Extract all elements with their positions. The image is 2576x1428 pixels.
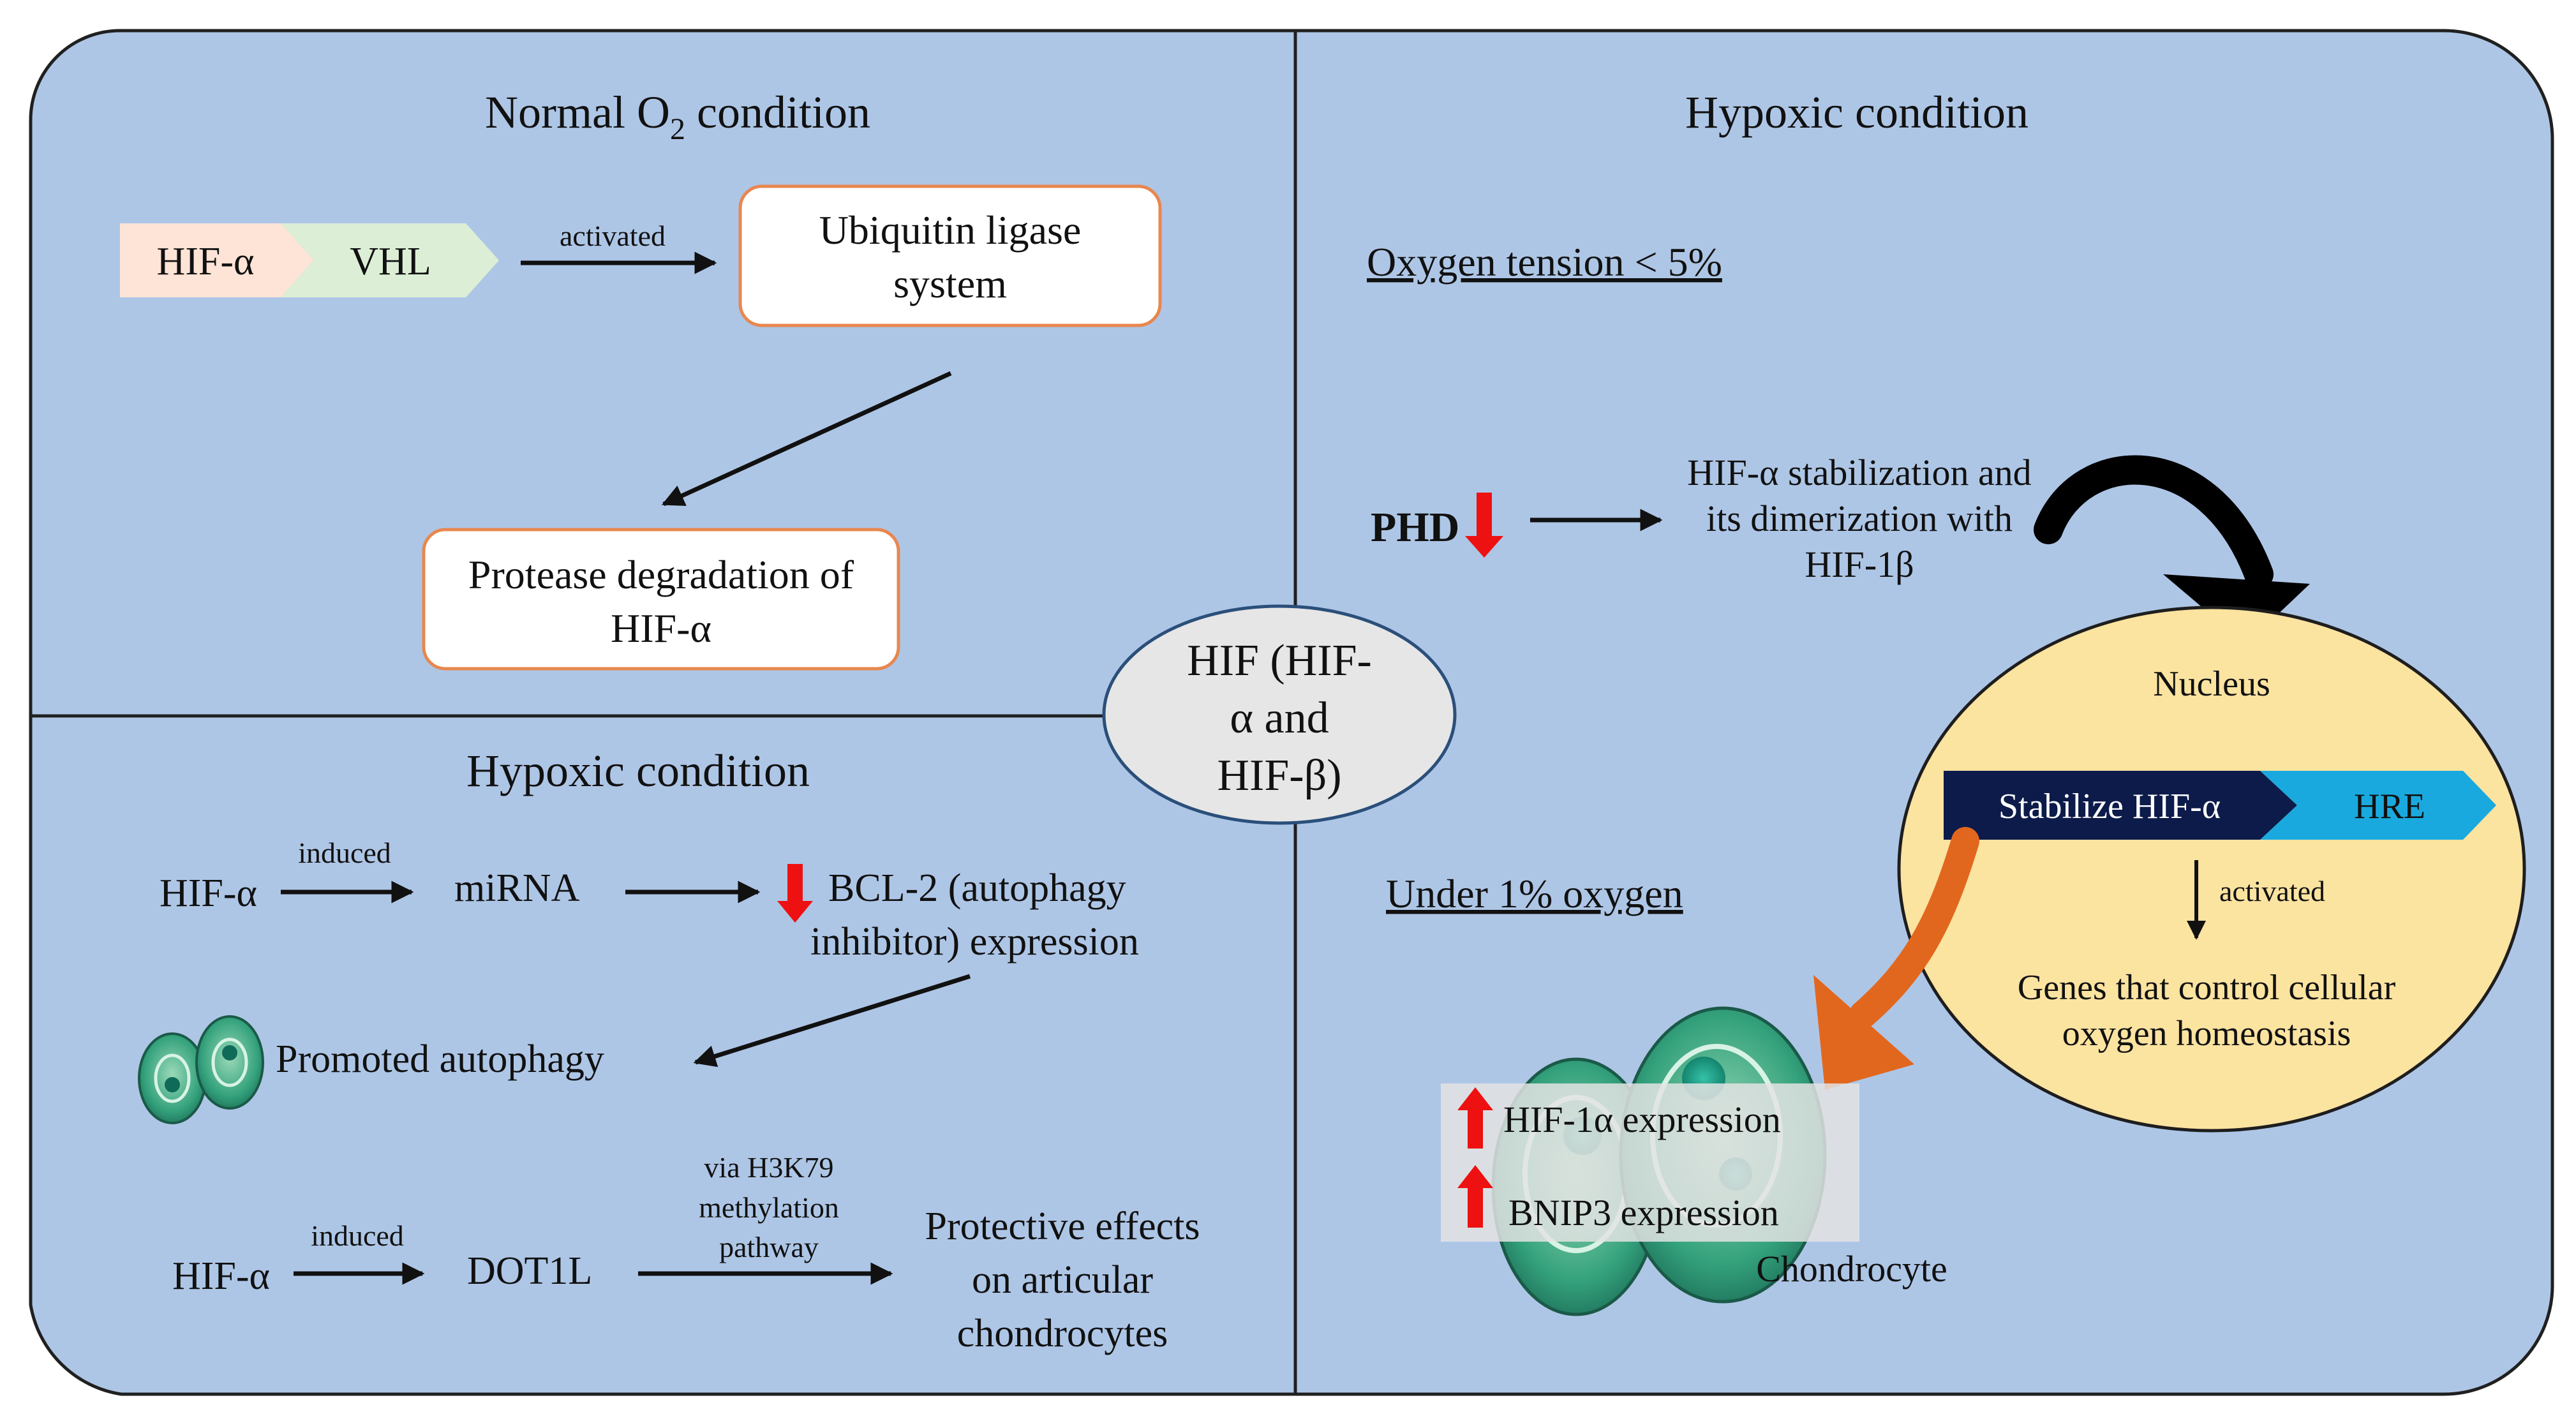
genes-line2: oxygen homeostasis bbox=[2062, 1014, 2351, 1053]
hif-alpha-tag bbox=[120, 223, 314, 297]
protease-degradation-line2: HIF-α bbox=[611, 606, 711, 651]
protease-degradation-line1: Protease degradation of bbox=[468, 552, 854, 597]
bcl2-down-red-arrow bbox=[777, 864, 813, 923]
stabilization-line3: HIF-1β bbox=[1805, 544, 1914, 585]
protective-line3: chondrocytes bbox=[957, 1312, 1168, 1355]
chondrocyte-label: Chondrocyte bbox=[1756, 1248, 1947, 1290]
bcl2-to-autophagy-arrow bbox=[693, 974, 971, 1067]
via-line3: pathway bbox=[719, 1231, 819, 1263]
oxygen-tension-label: Oxygen tension < 5% bbox=[1367, 239, 1722, 285]
mirna-label: miRNA bbox=[454, 866, 580, 910]
induced-label-row2: induced bbox=[311, 1219, 404, 1252]
activated-label-nucleus: activated bbox=[2219, 875, 2325, 907]
under-1-oxygen-label: Under 1% oxygen bbox=[1386, 871, 1683, 916]
ubiquitin-to-protease-arrow bbox=[661, 371, 952, 507]
ubiquitin-ligase-box bbox=[738, 184, 1162, 327]
hif-alpha-tag-label: HIF-α bbox=[156, 240, 254, 283]
genes-line1: Genes that control cellular bbox=[2018, 968, 2396, 1008]
promoted-autophagy-label: Promoted autophagy bbox=[276, 1038, 604, 1081]
ubiquitin-ligase-line1: Ubiquitin ligase bbox=[819, 207, 1082, 253]
stabilize-hif-alpha-tag bbox=[1944, 771, 2297, 840]
vhl-tag bbox=[281, 223, 499, 297]
phd-label: PHD bbox=[1371, 504, 1459, 551]
hif-alpha-row1: HIF-α bbox=[160, 872, 257, 915]
protective-line2: on articular bbox=[972, 1258, 1153, 1302]
hypoxic-title-bottom-left: Hypoxic condition bbox=[466, 745, 810, 796]
bcl2-line2: inhibitor) expression bbox=[810, 920, 1139, 963]
stabilize-hif-alpha-label: Stabilize HIF-α bbox=[1999, 787, 2221, 826]
autophagy-cells-icon bbox=[138, 1015, 264, 1124]
hif-alpha-row2: HIF-α bbox=[172, 1254, 270, 1298]
expression-box bbox=[1441, 1083, 1859, 1242]
orange-arrow-to-chondrocyte bbox=[1813, 827, 1979, 1090]
protective-line1: Protective effects bbox=[925, 1205, 1200, 1248]
stabilization-line1: HIF-α stabilization and bbox=[1687, 452, 2031, 493]
bcl2-line1: BCL-2 (autophagy bbox=[828, 866, 1126, 910]
bnip3-expression-label: BNIP3 expression bbox=[1508, 1192, 1779, 1233]
induced-label-row1: induced bbox=[298, 837, 391, 869]
dot1l-label: DOT1L bbox=[467, 1249, 592, 1293]
hif1a-expression-label: HIF-1α expression bbox=[1503, 1099, 1781, 1140]
hif1a-up-red-arrow bbox=[1457, 1087, 1493, 1149]
hif-center-line3: HIF-β) bbox=[1217, 751, 1341, 800]
via-line2: methylation bbox=[699, 1191, 839, 1224]
nucleus-label: Nucleus bbox=[2153, 664, 2270, 704]
nucleus-ellipse bbox=[1897, 606, 2526, 1133]
ubiquitin-ligase-line2: system bbox=[893, 261, 1007, 306]
protease-degradation-box bbox=[422, 528, 900, 671]
phd-down-red-arrow bbox=[1465, 493, 1503, 558]
via-line1: via H3K79 bbox=[704, 1151, 833, 1184]
hre-tag bbox=[2260, 771, 2496, 840]
hif-center-line1: HIF (HIF- bbox=[1187, 636, 1372, 685]
vhl-tag-label: VHL bbox=[350, 240, 431, 283]
hypoxic-title-top-right: Hypoxic condition bbox=[1685, 87, 2029, 138]
hre-label: HRE bbox=[2354, 787, 2425, 826]
bnip3-up-red-arrow bbox=[1457, 1165, 1493, 1228]
normal-o2-title: Normal O2 condition bbox=[485, 87, 870, 146]
activated-label-top-left: activated bbox=[560, 219, 666, 252]
hif-center-line2: α and bbox=[1230, 694, 1329, 743]
stabilization-line2: its dimerization with bbox=[1706, 498, 2013, 539]
hif-center-ellipse bbox=[1102, 604, 1457, 825]
